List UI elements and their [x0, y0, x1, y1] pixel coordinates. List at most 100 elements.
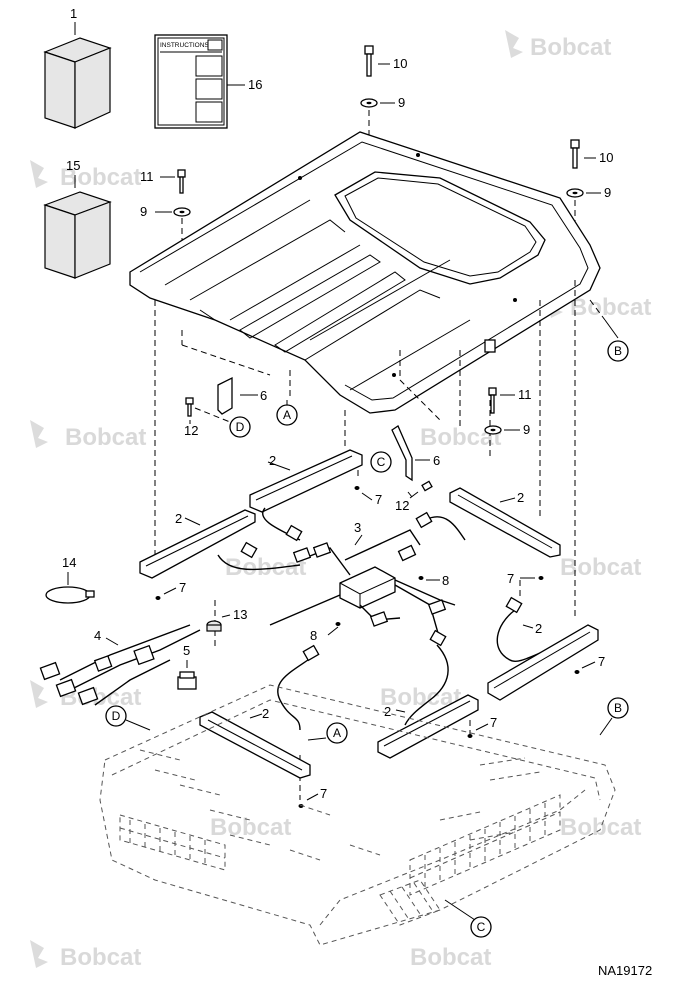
part-7-screw-f	[467, 723, 489, 738]
ref-c-top: C	[370, 451, 392, 473]
part-7-screw-a	[354, 486, 373, 501]
ref-letter: D	[112, 709, 121, 723]
figure-number: NA19172	[598, 963, 652, 978]
watermark-12: Bobcat	[30, 940, 141, 971]
callout-15: 15	[66, 158, 80, 173]
ref-letter: B	[614, 344, 622, 358]
callout-2-lower-left: 2	[262, 706, 269, 721]
watermark-text: Bobcat	[60, 164, 141, 191]
watermark-7: Bobcat	[560, 554, 641, 581]
callout-7-c: 7	[507, 571, 514, 586]
callout-3: 3	[354, 520, 361, 535]
watermark-text: Bobcat	[410, 944, 491, 971]
watermark-1: Bobcat	[505, 30, 611, 61]
callout-2-upper-right: 2	[517, 490, 524, 505]
watermark-text: Bobcat	[60, 944, 141, 971]
instruction-sheet-title: INSTRUCTIONS	[160, 42, 209, 49]
part-9-washer-left	[155, 207, 191, 217]
watermark-4: Bobcat	[30, 420, 146, 451]
callout-2-lower-center: 2	[384, 704, 391, 719]
part-9-washer-right	[566, 188, 601, 198]
watermarks: Bobcat Bobcat Bobcat Bobcat Bobcat Bobca…	[30, 30, 651, 971]
ref-letter: A	[283, 408, 291, 422]
callout-14: 14	[62, 555, 76, 570]
part-2-light-bar-right	[487, 596, 599, 701]
watermark-text: Bobcat	[65, 424, 146, 451]
roof-grille-right	[409, 794, 561, 896]
callout-9-left: 9	[140, 204, 147, 219]
part-4-wiring-harness	[39, 624, 201, 706]
ref-letter: D	[236, 420, 245, 434]
ref-b-bottom: B	[599, 697, 629, 736]
ref-c-bottom: C	[470, 916, 492, 938]
callout-7-a: 7	[375, 492, 382, 507]
watermark-13: Bobcat	[410, 944, 491, 971]
callout-9-top: 9	[398, 95, 405, 110]
callout-1: 1	[70, 6, 77, 21]
leader-dash	[194, 407, 231, 423]
part-11-bolt-left	[160, 169, 186, 194]
part-7-screw-d	[574, 661, 596, 674]
part-7-screw-b	[155, 587, 177, 600]
callout-2-upper-center: 2	[269, 453, 276, 468]
part-8-screw-b	[327, 622, 341, 636]
callout-12-right: 12	[395, 498, 409, 513]
watermark-8: Bobcat	[30, 680, 141, 711]
part-7-screw-e	[298, 793, 319, 808]
watermark-2: Bobcat	[30, 160, 141, 191]
callout-2-right: 2	[535, 621, 542, 636]
callout-9-right: 9	[604, 185, 611, 200]
watermark-text: Bobcat	[210, 814, 291, 841]
part-13-grommet	[206, 614, 231, 632]
callout-7-f: 7	[490, 715, 497, 730]
part-15-box	[43, 175, 112, 279]
callout-6-left: 6	[260, 388, 267, 403]
callout-9-mid: 9	[523, 422, 530, 437]
watermark-text: Bobcat	[570, 294, 651, 321]
ref-letter: C	[377, 455, 386, 469]
part-9-washer-top	[360, 98, 395, 108]
part-2-light-bar-upper-center	[249, 449, 363, 513]
callout-6-right: 6	[433, 453, 440, 468]
leader-line	[604, 319, 619, 339]
part-7-screw-c	[520, 576, 544, 580]
part-14-cable-tie	[45, 572, 95, 604]
part-2-light-bar-left	[139, 509, 256, 579]
callout-13: 13	[233, 607, 247, 622]
cab-roof-outline	[99, 684, 616, 946]
callout-5: 5	[183, 643, 190, 658]
callout-2-left: 2	[175, 511, 182, 526]
roof-grille-left	[119, 814, 226, 871]
callout-16: 16	[248, 77, 262, 92]
watermark-text: Bobcat	[560, 814, 641, 841]
watermark-text: Bobcat	[560, 554, 641, 581]
part-2-light-bar-lower-left	[199, 644, 320, 779]
ref-letter: C	[477, 920, 486, 934]
callout-11-right: 11	[518, 387, 532, 402]
ref-d-top: D	[229, 416, 251, 438]
watermark-3: Bobcat	[545, 290, 651, 321]
ref-b-top: B	[607, 340, 629, 362]
part-6-bracket-right	[391, 425, 430, 482]
roof-grille-center	[379, 879, 441, 926]
callout-8-a: 8	[442, 573, 449, 588]
leader-line	[444, 899, 476, 921]
callout-8-b: 8	[310, 628, 317, 643]
part-1-box	[43, 22, 112, 129]
part-2-light-bar-upper-right	[449, 487, 561, 558]
callout-4: 4	[94, 628, 101, 643]
callout-11-left: 11	[140, 169, 154, 184]
ref-d-bottom: D	[105, 705, 151, 731]
part-10-bolt-top	[364, 45, 390, 77]
ref-a-top: A	[276, 400, 298, 426]
part-3-wiring-harness	[217, 507, 466, 641]
part-16-instruction-sheet: INSTRUCTIONS	[154, 34, 245, 129]
leader-dash	[589, 299, 606, 321]
callout-10-right: 10	[599, 150, 613, 165]
callout-10-top: 10	[393, 56, 407, 71]
part-11-bolt-right	[488, 387, 515, 414]
ref-letter: A	[333, 726, 341, 740]
part-6-bracket-left	[217, 376, 258, 415]
headliner-panel	[129, 131, 601, 414]
